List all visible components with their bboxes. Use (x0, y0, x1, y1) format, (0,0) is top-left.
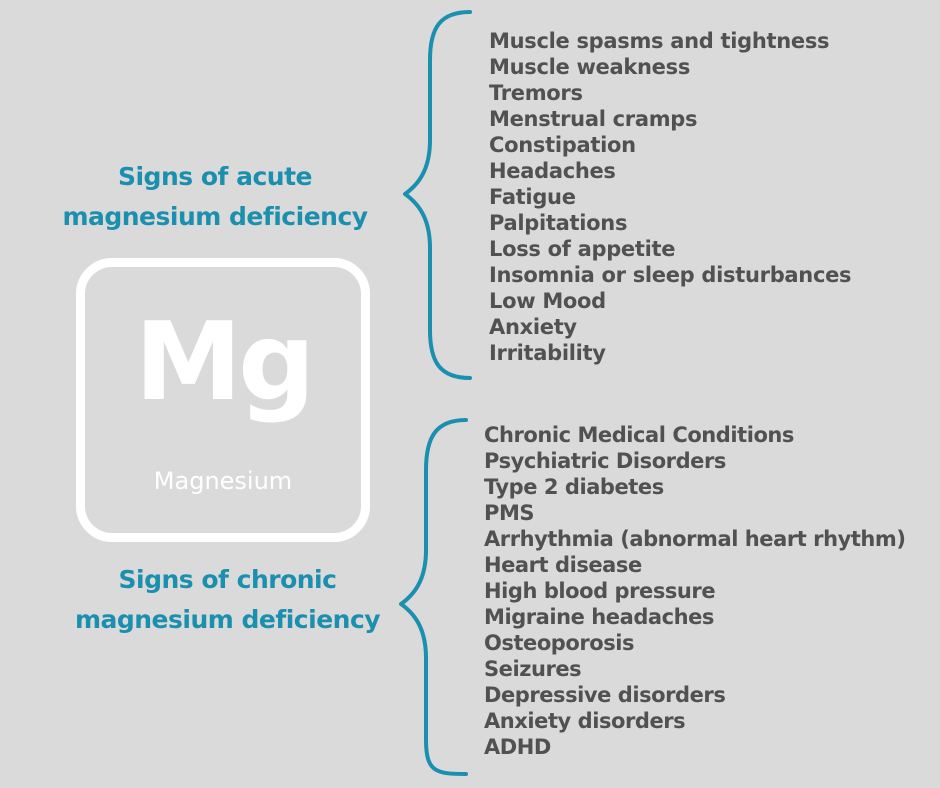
list-item: Type 2 diabetes (484, 475, 664, 499)
element-name: Magnesium (153, 467, 293, 495)
chronic-deficiency-heading: Signs of chronic magnesium deficiency (50, 560, 405, 640)
list-item: Irritability (489, 341, 606, 365)
list-item: Low Mood (489, 289, 606, 313)
list-item: Loss of appetite (489, 237, 676, 261)
list-item: Heart disease (484, 553, 642, 577)
list-item: Constipation (489, 133, 636, 157)
list-item: Depressive disorders (484, 683, 726, 707)
list-item: Headaches (489, 159, 616, 183)
list-item: Muscle spasms and tightness (489, 29, 830, 53)
list-item: Osteoporosis (484, 631, 635, 655)
list-item: Anxiety (489, 315, 577, 339)
chronic-signs-list: Chronic Medical Conditions Psychiatric D… (484, 422, 906, 760)
chronic-heading-line-2: magnesium deficiency (74, 605, 381, 634)
chronic-brace (399, 418, 468, 776)
list-item: Palpitations (489, 211, 628, 235)
list-item: Seizures (484, 657, 582, 681)
list-item: Menstrual cramps (489, 107, 698, 131)
list-item: Tremors (489, 81, 583, 105)
list-item: Arrhythmia (abnormal heart rhythm) (484, 527, 906, 551)
acute-brace (403, 10, 472, 380)
magnesium-element-tile: Mg Magnesium (76, 258, 370, 542)
list-item: Anxiety disorders (484, 709, 686, 733)
list-item: ADHD (484, 735, 551, 759)
list-item: Insomnia or sleep disturbances (489, 263, 852, 287)
element-symbol: Mg (134, 300, 316, 425)
acute-signs-list: Muscle spasms and tightness Muscle weakn… (489, 28, 852, 366)
chronic-heading-line-1: Signs of chronic (118, 565, 337, 594)
list-item: Migraine headaches (484, 605, 714, 629)
acute-heading-line-1: Signs of acute (117, 162, 313, 191)
list-item: High blood pressure (484, 579, 716, 603)
list-item: PMS (484, 501, 535, 525)
list-item: Muscle weakness (489, 55, 691, 79)
list-item: Fatigue (489, 185, 576, 209)
acute-deficiency-heading: Signs of acute magnesium deficiency (40, 157, 390, 237)
list-item: Chronic Medical Conditions (484, 423, 794, 447)
list-item: Psychiatric Disorders (484, 449, 726, 473)
acute-heading-line-2: magnesium deficiency (62, 202, 368, 231)
